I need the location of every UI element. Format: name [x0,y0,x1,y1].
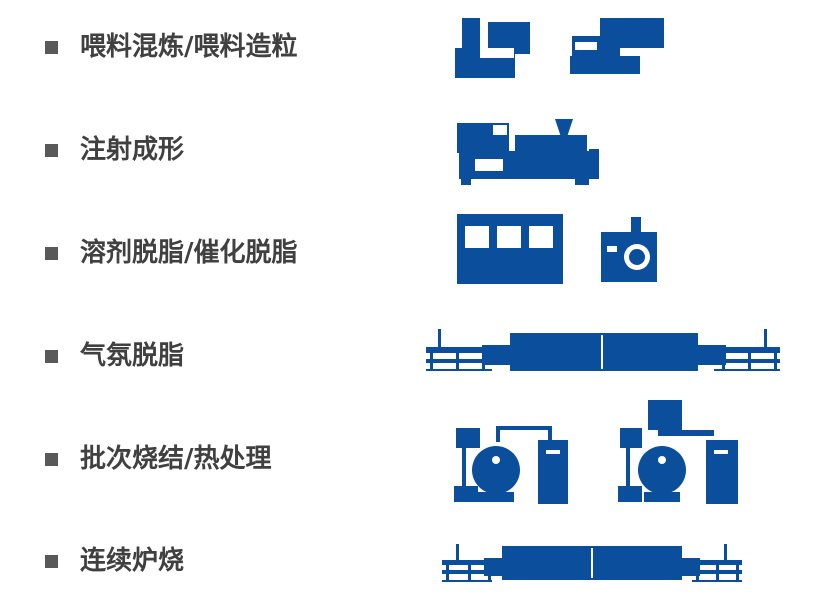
process-step-atmosphere-debinding: 气氛脱脂 [0,309,834,399]
step-label: 溶剂脱脂/催化脱脂 [80,238,298,268]
process-step-injection-molding: 注射成形 [0,103,834,193]
compounding-granulating-machines-icon [455,18,664,78]
bullet-marker [45,453,58,466]
step-label: 连续炉烧 [80,546,185,576]
debinding-oven-icon [457,214,657,284]
atmosphere-debinding-furnace-icon [426,329,780,371]
step-label: 气氛脱脂 [80,341,185,371]
step-label: 批次烧结/热处理 [80,444,272,474]
step-label: 注射成形 [80,135,185,165]
process-step-batch-sintering: 批次烧结/热处理 [0,412,834,502]
injection-molding-machine-icon [457,119,599,185]
bullet-marker [45,41,58,54]
bullet-marker [45,350,58,363]
process-step-compounding: 喂料混炼/喂料造粒 [0,0,834,90]
step-label: 喂料混炼/喂料造粒 [80,32,298,62]
bullet-marker [45,144,58,157]
continuous-furnace-icon [442,544,742,582]
process-step-continuous-furnace: 连续炉烧 [0,514,834,604]
process-step-debinding: 溶剂脱脂/催化脱脂 [0,206,834,296]
bullet-marker [45,555,58,568]
bullet-marker [45,247,58,260]
batch-sintering-furnace-icon [454,400,738,504]
